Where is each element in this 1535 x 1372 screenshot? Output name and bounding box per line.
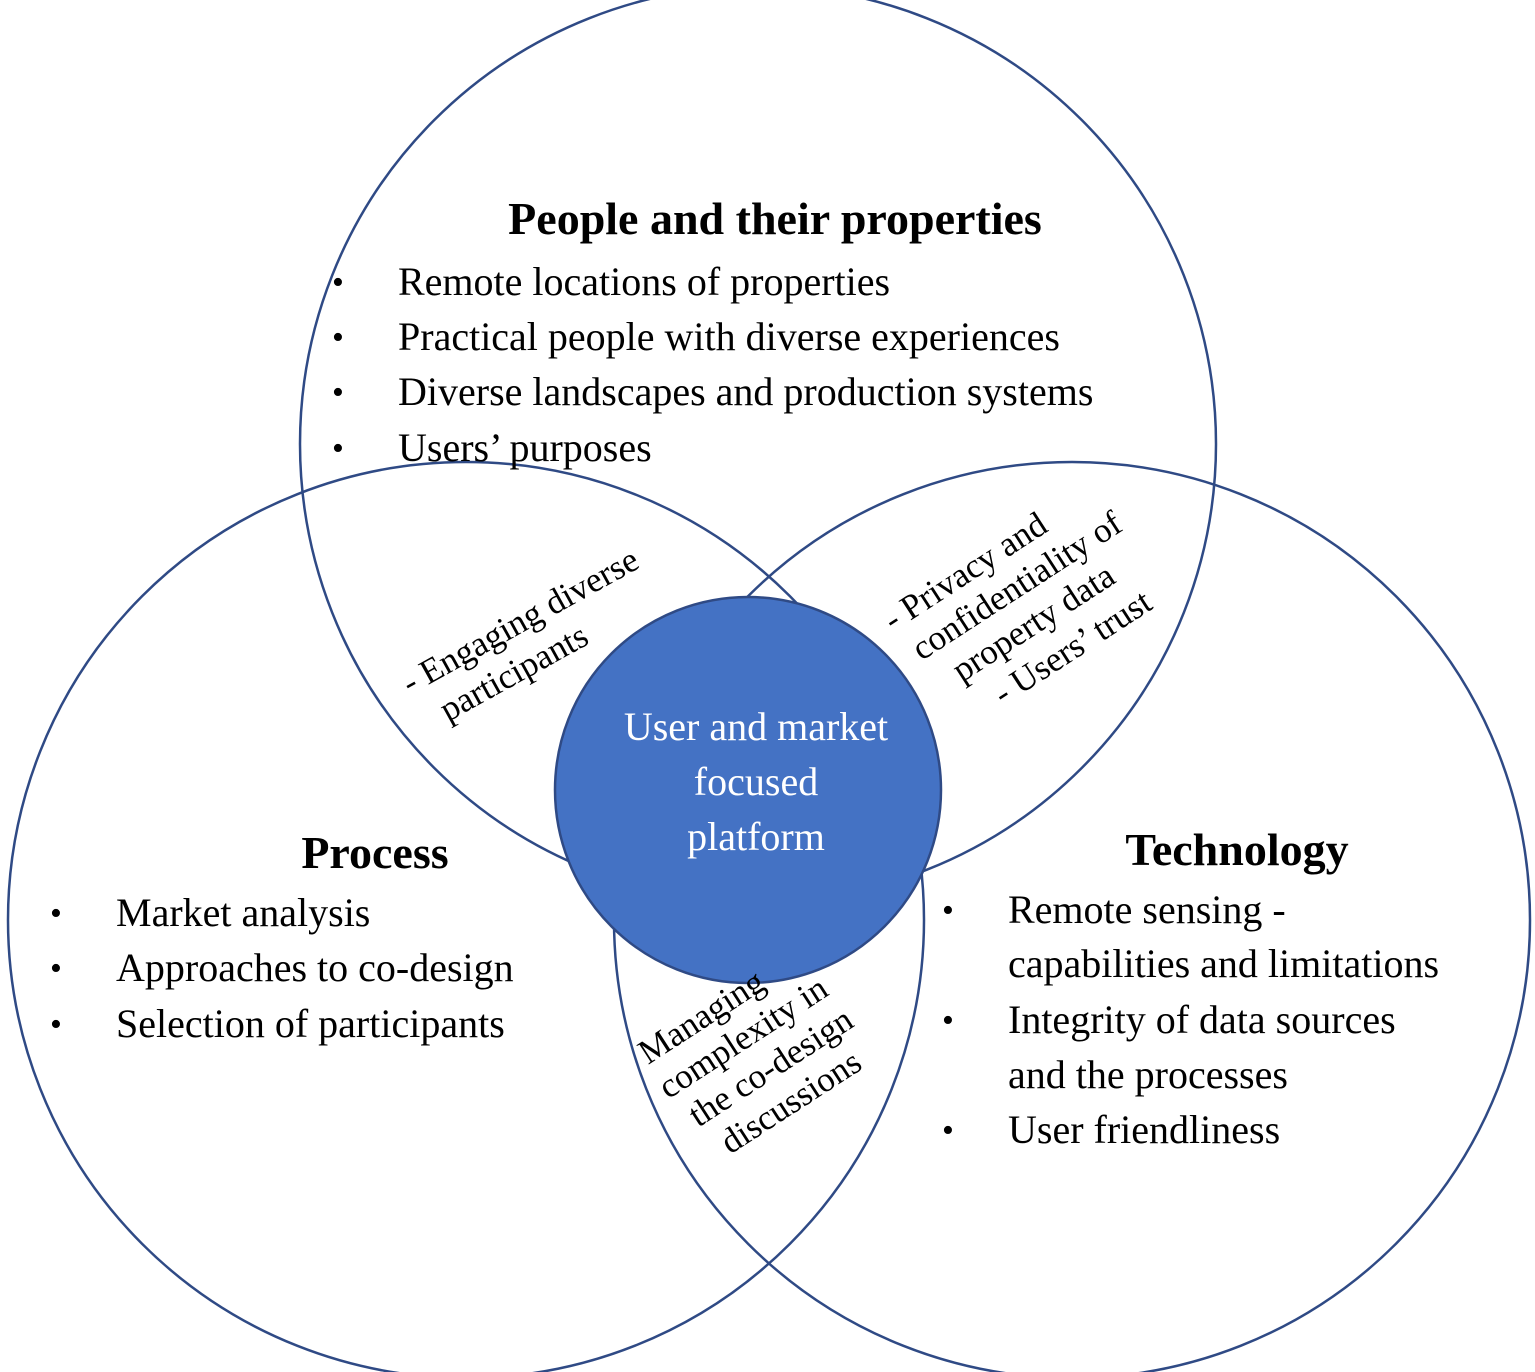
center-line-1: User and market xyxy=(624,704,888,749)
process-circle xyxy=(6,460,926,1372)
people-item-1: Remote locations of properties xyxy=(398,259,890,304)
technology-bullet-3: • xyxy=(942,1112,954,1149)
technology-bullet-1: • xyxy=(942,892,954,929)
process-bullet-3: • xyxy=(50,1006,62,1043)
technology-item-2-line-1: Integrity of data sources xyxy=(1008,997,1396,1042)
technology-item-3: User friendliness xyxy=(1008,1107,1280,1152)
center-line-3: platform xyxy=(687,814,825,859)
process-item-2: Approaches to co-design xyxy=(116,945,514,990)
people-item-4: Users’ purposes xyxy=(398,425,652,470)
people-section: People and their properties • Remote loc… xyxy=(332,193,1093,470)
center-line-2: focused xyxy=(694,759,818,804)
people-bullet-4: • xyxy=(332,430,344,467)
process-title: Process xyxy=(301,827,448,878)
people-item-2: Practical people with diverse experience… xyxy=(398,314,1060,359)
technology-item-1-line-1: Remote sensing - xyxy=(1008,887,1286,932)
people-title: People and their properties xyxy=(508,193,1042,244)
center-circle xyxy=(553,595,943,985)
technology-section: Technology • Remote sensing - capabiliti… xyxy=(942,824,1439,1152)
technology-item-2-line-2: and the processes xyxy=(1008,1052,1288,1097)
technology-title: Technology xyxy=(1125,824,1348,875)
process-item-1: Market analysis xyxy=(116,890,370,935)
people-bullet-1: • xyxy=(332,264,344,301)
people-bullet-2: • xyxy=(332,319,344,356)
process-bullet-2: • xyxy=(50,950,62,987)
people-item-3: Diverse landscapes and production system… xyxy=(398,369,1093,414)
overlap-people-technology: - Privacy and confidentiality of propert… xyxy=(876,503,1159,713)
technology-bullet-2: • xyxy=(942,1002,954,1039)
process-item-3: Selection of participants xyxy=(116,1001,505,1046)
center-label: User and market focused platform xyxy=(624,704,888,859)
process-bullet-1: • xyxy=(50,895,62,932)
people-bullet-3: • xyxy=(332,374,344,411)
technology-item-1-line-2: capabilities and limitations xyxy=(1008,941,1439,986)
process-section: Process • Market analysis • Approaches t… xyxy=(50,827,514,1046)
